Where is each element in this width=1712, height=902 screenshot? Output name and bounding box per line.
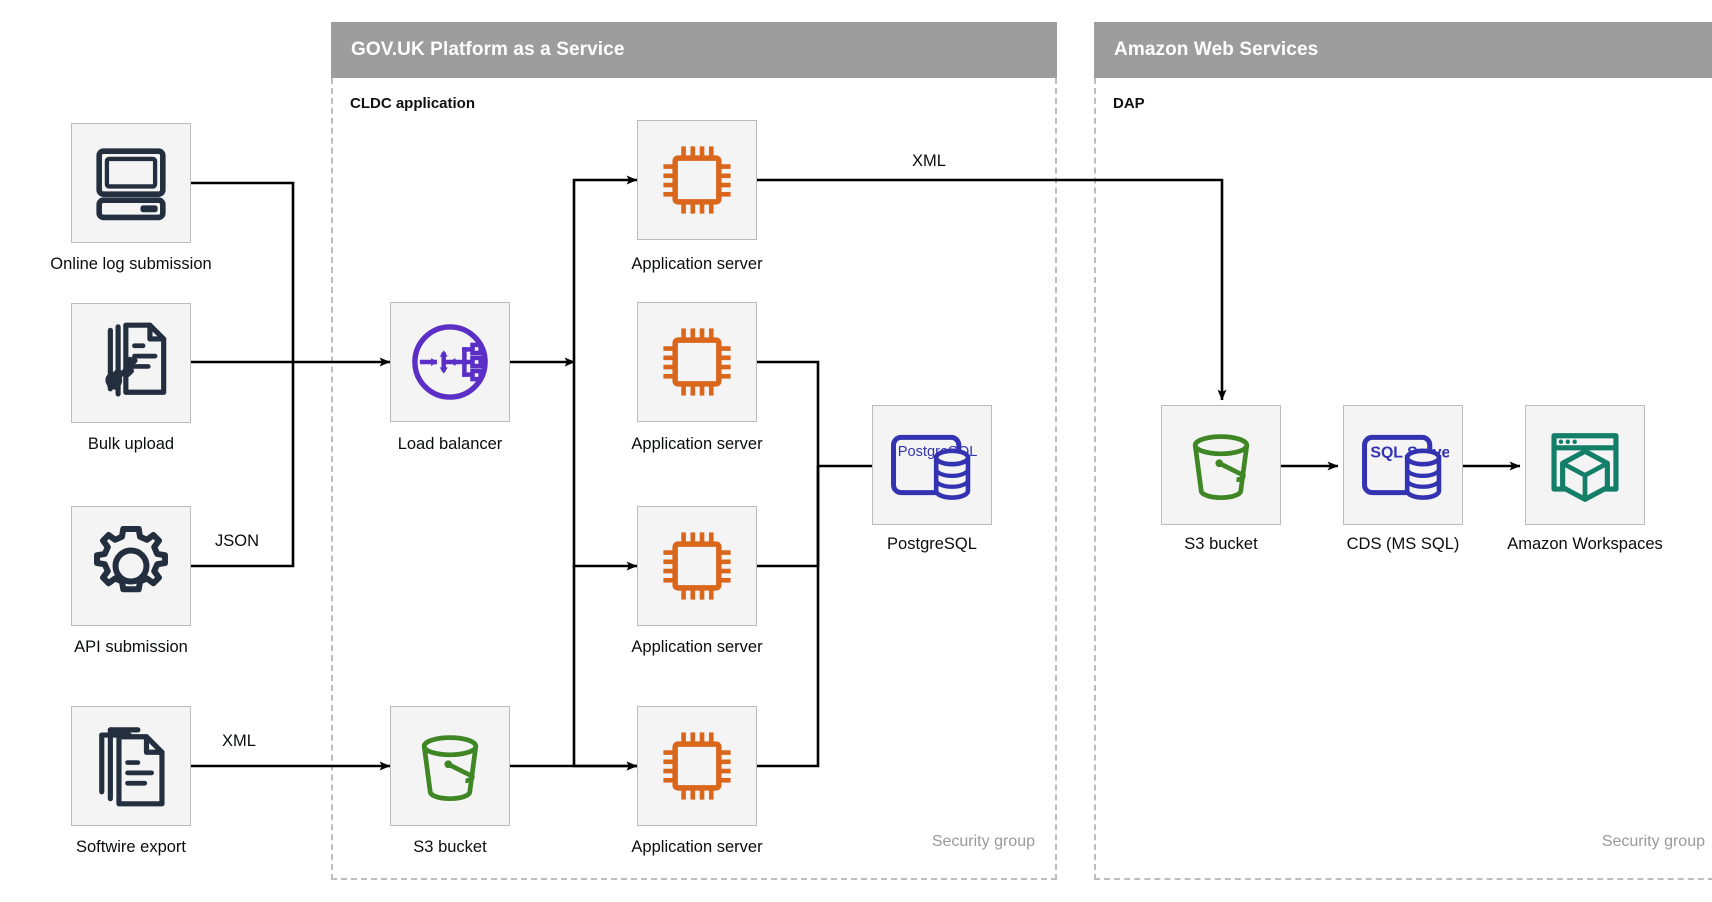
node-amazon-workspaces[interactable]	[1525, 405, 1645, 525]
node-application-server-3[interactable]	[637, 506, 757, 626]
node-label-load-balancer: Load balancer	[397, 435, 503, 453]
group-header-paas-label: GOV.UK Platform as a Service	[351, 39, 625, 60]
node-cds-ms-sql[interactable]: SQL Server	[1343, 405, 1463, 525]
amazon-workspaces-icon	[1542, 422, 1628, 508]
group-header-aws-label: Amazon Web Services	[1114, 39, 1319, 60]
cpu-chip-icon	[655, 320, 739, 404]
node-postgresql[interactable]: PostgreSQL	[872, 405, 992, 525]
s3-bucket-icon	[407, 723, 493, 809]
group-body-aws	[1094, 78, 1712, 880]
group-footnote-aws-security-group: Security group	[1601, 833, 1705, 850]
node-label-amazon-workspaces: Amazon Workspaces	[1507, 535, 1663, 553]
node-label-online-log-submission: Online log submission	[50, 255, 212, 273]
gear-icon	[88, 523, 174, 609]
node-label-bulk-upload: Bulk upload	[87, 435, 175, 453]
node-api-submission[interactable]	[71, 506, 191, 626]
node-online-log-submission[interactable]	[71, 123, 191, 243]
node-s3-bucket-paas[interactable]	[390, 706, 510, 826]
node-load-balancer[interactable]	[390, 302, 510, 422]
node-label-softwire-export: Softwire export	[75, 838, 187, 856]
node-label-s3-bucket-aws: S3 bucket	[1184, 535, 1258, 553]
s3-bucket-icon	[1178, 422, 1264, 508]
group-footnote-paas-security-group: Security group	[931, 833, 1035, 850]
group-header-aws: Amazon Web Services	[1094, 22, 1712, 78]
group-header-paas: GOV.UK Platform as a Service	[331, 22, 1057, 78]
node-label-application-server-3: Application server	[631, 638, 763, 656]
group-body-paas	[331, 78, 1057, 880]
edge-label-json: JSON	[215, 532, 260, 550]
edge-label-xml-appserver: XML	[912, 152, 946, 170]
node-softwire-export[interactable]	[71, 706, 191, 826]
node-application-server-1[interactable]	[637, 120, 757, 240]
sql-server-database-icon: SQL Server	[1357, 419, 1449, 511]
load-balancer-icon	[405, 317, 495, 407]
cpu-chip-icon	[655, 138, 739, 222]
desktop-computer-icon	[88, 140, 174, 226]
node-bulk-upload[interactable]	[71, 303, 191, 423]
node-application-server-4[interactable]	[637, 706, 757, 826]
cpu-chip-icon	[655, 524, 739, 608]
group-sublabel-dap: DAP	[1113, 95, 1145, 112]
node-label-application-server-4: Application server	[631, 838, 763, 856]
document-gear-icon	[88, 320, 174, 406]
cpu-chip-icon	[655, 724, 739, 808]
node-label-postgresql: PostgreSQL	[887, 535, 977, 553]
node-label-cds-ms-sql: CDS (MS SQL)	[1346, 535, 1460, 553]
postgresql-database-icon: PostgreSQL	[886, 419, 978, 511]
node-label-s3-bucket-paas: S3 bucket	[413, 838, 487, 856]
document-stack-icon	[88, 723, 174, 809]
node-application-server-2[interactable]	[637, 302, 757, 422]
node-label-application-server-1: Application server	[631, 255, 763, 273]
node-label-api-submission: API submission	[74, 638, 188, 656]
group-sublabel-cldc-application: CLDC application	[350, 95, 476, 112]
node-label-application-server-2: Application server	[631, 435, 763, 453]
node-s3-bucket-aws[interactable]	[1161, 405, 1281, 525]
edge-label-xml-softwire: XML	[222, 732, 256, 750]
